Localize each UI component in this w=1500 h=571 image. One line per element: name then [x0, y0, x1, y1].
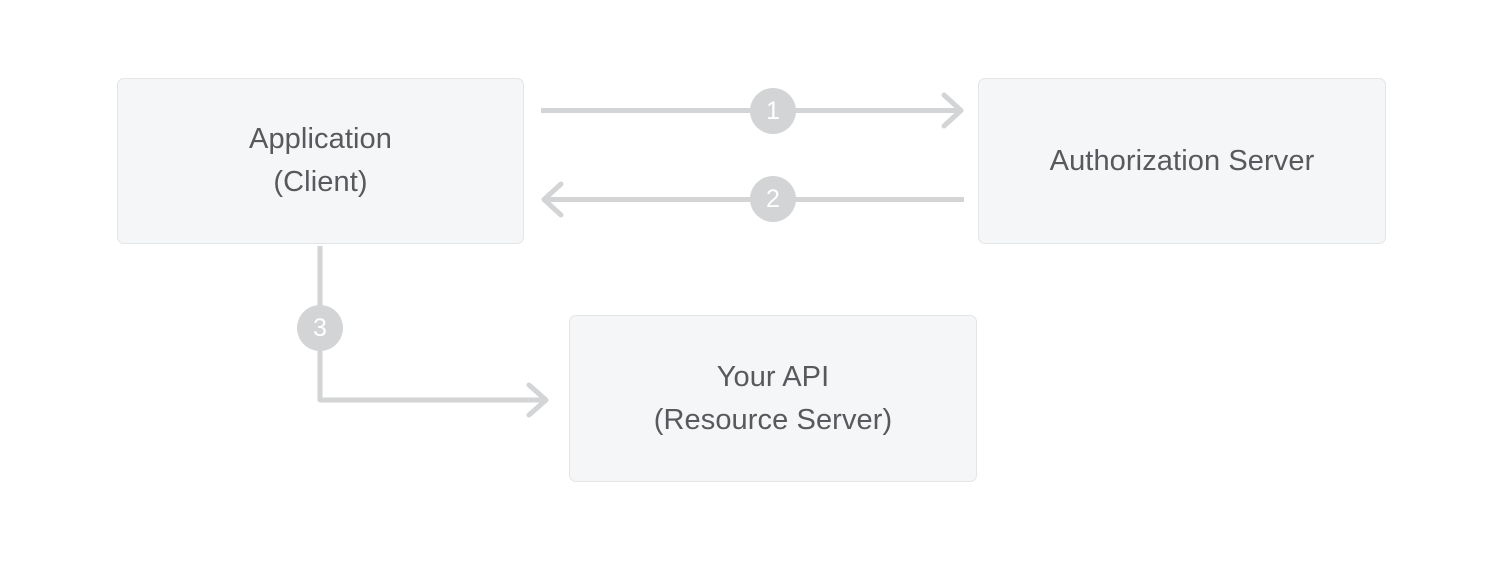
step-badge-1: 1 — [750, 88, 796, 134]
connector-3-line — [317, 246, 544, 403]
node-your-api-line-2: (Resource Server) — [653, 403, 893, 436]
step-badge-2: 2 — [750, 176, 796, 222]
node-application[interactable]: Application (Client) — [117, 78, 524, 244]
node-authorization-server-line-1: Authorization Server — [1049, 144, 1315, 177]
connector-3-arrowhead-icon — [526, 382, 549, 418]
node-your-api[interactable]: Your API (Resource Server) — [569, 315, 977, 482]
step-badge-3: 3 — [297, 305, 343, 351]
connector-2-arrowhead-icon — [541, 181, 564, 218]
node-application-line-1: Application — [249, 123, 392, 156]
node-application-line-2: (Client) — [273, 166, 368, 198]
connector-1-arrowhead-icon — [941, 92, 964, 129]
node-authorization-server[interactable]: Authorization Server — [978, 78, 1386, 244]
node-your-api-line-1: Your API — [716, 360, 830, 393]
